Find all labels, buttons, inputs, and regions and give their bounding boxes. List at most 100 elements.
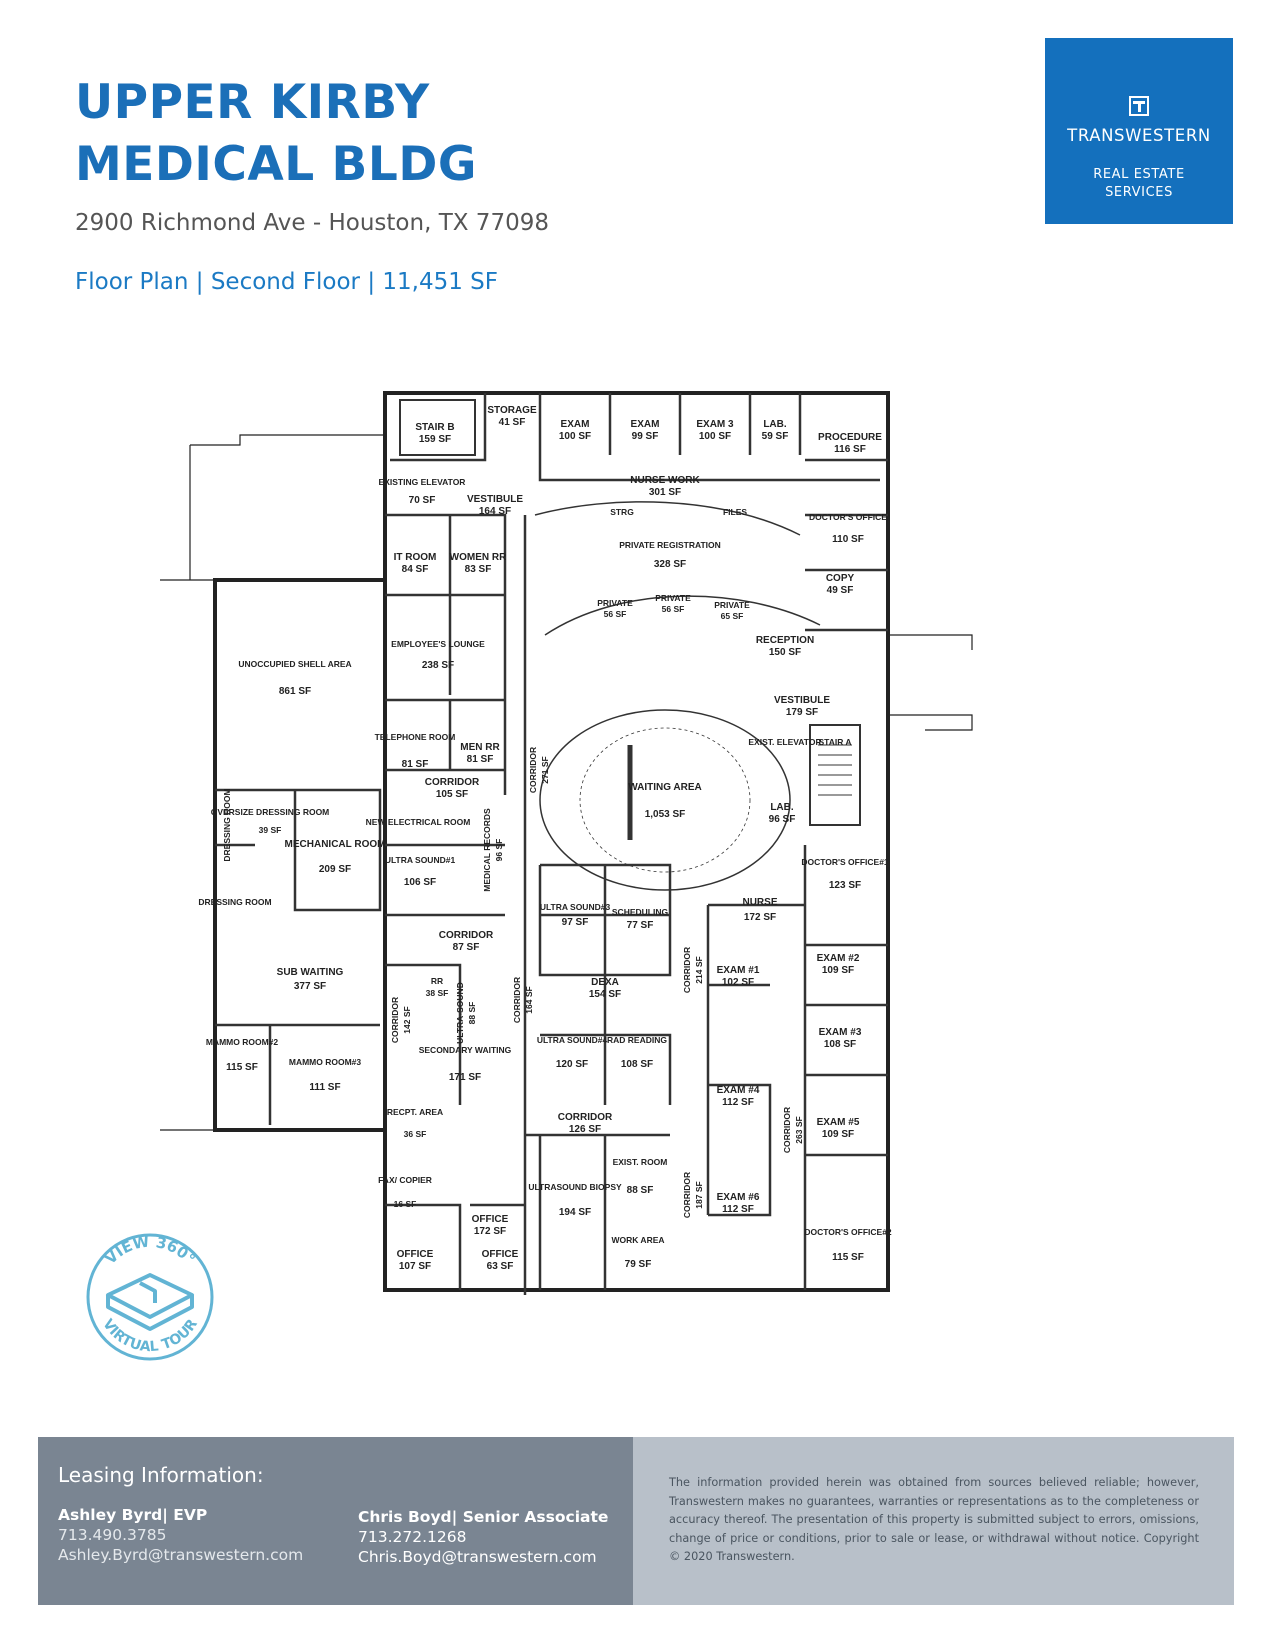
agent-name: Chris Boyd| Senior Associate bbox=[358, 1508, 609, 1526]
room-label: CORRIDOR bbox=[425, 777, 480, 788]
badge-top-text: VIEW 360° bbox=[101, 1232, 198, 1267]
room-label: LAB. bbox=[770, 802, 794, 813]
room-label: ULTRA SOUND#1 bbox=[385, 855, 456, 865]
agent-name: Ashley Byrd| EVP bbox=[58, 1506, 208, 1524]
room-label: EXAM #3 bbox=[819, 1027, 862, 1038]
room-label: CORRIDOR bbox=[682, 1172, 692, 1218]
agent-phone[interactable]: 713.272.1268 bbox=[358, 1528, 467, 1546]
room-label: ULTRASOUND BIOPSY bbox=[528, 1182, 622, 1192]
room-label: EXAM bbox=[561, 419, 590, 430]
disclaimer-text: The information provided herein was obta… bbox=[669, 1476, 1199, 1563]
room-area: 179 SF bbox=[786, 707, 818, 718]
room-label: PRIVATE REGISTRATION bbox=[619, 540, 721, 550]
room-label: OFFICE bbox=[397, 1249, 434, 1260]
room-label: EXISTING ELEVATOR bbox=[379, 477, 466, 487]
room-label: EMPLOYEE'S LOUNGE bbox=[391, 639, 485, 649]
agent-email[interactable]: Ashley.Byrd@transwestern.com bbox=[58, 1546, 304, 1564]
room-area: 115 SF bbox=[226, 1062, 258, 1073]
room-area: 88 SF bbox=[627, 1185, 654, 1196]
room-label: ULTRA SOUND#3 bbox=[540, 902, 611, 912]
room-area: 79 SF bbox=[625, 1259, 652, 1270]
room-area: 87 SF bbox=[453, 942, 480, 953]
room-label: CORRIDOR bbox=[528, 747, 538, 793]
disclaimer-panel: The information provided herein was obta… bbox=[633, 1437, 1234, 1605]
room-label: CORRIDOR bbox=[782, 1107, 792, 1153]
room-label: SUB WAITING bbox=[277, 967, 344, 978]
room-label: MAMMO ROOM#3 bbox=[289, 1057, 362, 1067]
room-area: 41 SF bbox=[499, 417, 526, 428]
logo-tagline: REAL ESTATE SERVICES bbox=[1093, 167, 1185, 200]
room-area: 238 SF bbox=[422, 660, 454, 671]
room-area: 172 SF bbox=[474, 1226, 506, 1237]
room-label: EXAM 3 bbox=[696, 419, 734, 430]
virtual-tour-badge[interactable]: VIEW 360° VIRTUAL TOUR bbox=[80, 1225, 220, 1365]
floor-plan: STAIR B 159 SF STORAGE 41 SF EXAM 100 SF… bbox=[160, 391, 973, 1295]
room-area: 126 SF bbox=[569, 1124, 601, 1135]
room-label: WOMEN RR bbox=[450, 552, 507, 563]
room-area: 150 SF bbox=[769, 647, 801, 658]
room-label: OFFICE bbox=[482, 1249, 519, 1260]
room-area: 115 SF bbox=[832, 1252, 864, 1263]
room-label: RAD READING bbox=[607, 1035, 667, 1045]
logo-brand: TRANSWESTERN bbox=[1067, 126, 1211, 145]
room-label: EXAM #5 bbox=[817, 1117, 860, 1128]
room-area: 377 SF bbox=[294, 981, 326, 992]
room-label: STORAGE bbox=[487, 405, 537, 416]
room-label: COPY bbox=[826, 573, 855, 584]
room-area: 1,053 SF bbox=[645, 809, 686, 820]
room-label: RECEPTION bbox=[756, 635, 814, 646]
room-label: MEDICAL RECORDS bbox=[482, 808, 492, 892]
agent-card: Ashley Byrd| EVP 713.490.3785 Ashley.Byr… bbox=[58, 1505, 303, 1565]
room-label: VESTIBULE bbox=[467, 494, 523, 505]
room-area: 97 SF bbox=[562, 917, 589, 928]
transwestern-logo[interactable]: TRANSWESTERN REAL ESTATE SERVICES bbox=[1045, 38, 1233, 224]
room-label: FILES bbox=[723, 507, 747, 517]
room-label: CORRIDOR bbox=[390, 997, 400, 1043]
room-area: 328 SF bbox=[654, 559, 686, 570]
room-area: 123 SF bbox=[829, 880, 861, 891]
room-area: 81 SF bbox=[467, 754, 494, 765]
room-label: MEN RR bbox=[460, 742, 500, 753]
room-area: 65 SF bbox=[721, 611, 744, 621]
room-label: STRG bbox=[610, 507, 634, 517]
room-label: PRIVATE bbox=[655, 593, 691, 603]
room-area: 116 SF bbox=[834, 444, 866, 455]
room-area: 56 SF bbox=[662, 604, 685, 614]
room-area: 271 SF bbox=[540, 756, 550, 783]
agent-email[interactable]: Chris.Boyd@transwestern.com bbox=[358, 1548, 597, 1566]
room-label: SECONDARY WAITING bbox=[419, 1045, 512, 1055]
transwestern-t-icon bbox=[1129, 96, 1149, 116]
room-area: 100 SF bbox=[559, 431, 591, 442]
room-area: 861 SF bbox=[279, 686, 311, 697]
room-area: 108 SF bbox=[621, 1059, 653, 1070]
room-label: EXAM #2 bbox=[817, 953, 860, 964]
room-area: 214 SF bbox=[694, 956, 704, 983]
room-area: 154 SF bbox=[589, 989, 621, 1000]
leasing-info-panel: Leasing Information: Ashley Byrd| EVP 71… bbox=[38, 1437, 633, 1605]
room-area: 112 SF bbox=[722, 1204, 754, 1215]
room-area: 56 SF bbox=[604, 609, 627, 619]
room-area: 39 SF bbox=[259, 825, 282, 835]
agent-phone[interactable]: 713.490.3785 bbox=[58, 1526, 167, 1544]
room-label: ULTRA-SOUND bbox=[455, 982, 465, 1044]
room-label: MAMMO ROOM#2 bbox=[206, 1037, 279, 1047]
room-area: 77 SF bbox=[627, 920, 654, 931]
room-area: 38 SF bbox=[426, 988, 449, 998]
room-area: 187 SF bbox=[694, 1181, 704, 1208]
room-area: 83 SF bbox=[465, 564, 492, 575]
room-area: 172 SF bbox=[744, 912, 776, 923]
room-area: 16 SF bbox=[394, 1199, 417, 1209]
room-area: 159 SF bbox=[419, 434, 451, 445]
room-area: 171 SF bbox=[449, 1072, 481, 1083]
room-area: 88 SF bbox=[467, 1002, 477, 1025]
svg-text:VIEW 360°: VIEW 360° bbox=[101, 1232, 198, 1267]
title-line-2: MEDICAL BLDG bbox=[75, 137, 477, 192]
room-label: OFFICE bbox=[472, 1214, 509, 1225]
room-area: 164 SF bbox=[479, 506, 511, 517]
room-area: 108 SF bbox=[824, 1039, 856, 1050]
room-label: PRIVATE bbox=[597, 598, 633, 608]
room-area: 109 SF bbox=[822, 965, 854, 976]
room-label: ULTRA SOUND#4 bbox=[537, 1035, 608, 1045]
room-area: 96 SF bbox=[494, 839, 504, 862]
room-label: EXAM #4 bbox=[717, 1085, 760, 1096]
